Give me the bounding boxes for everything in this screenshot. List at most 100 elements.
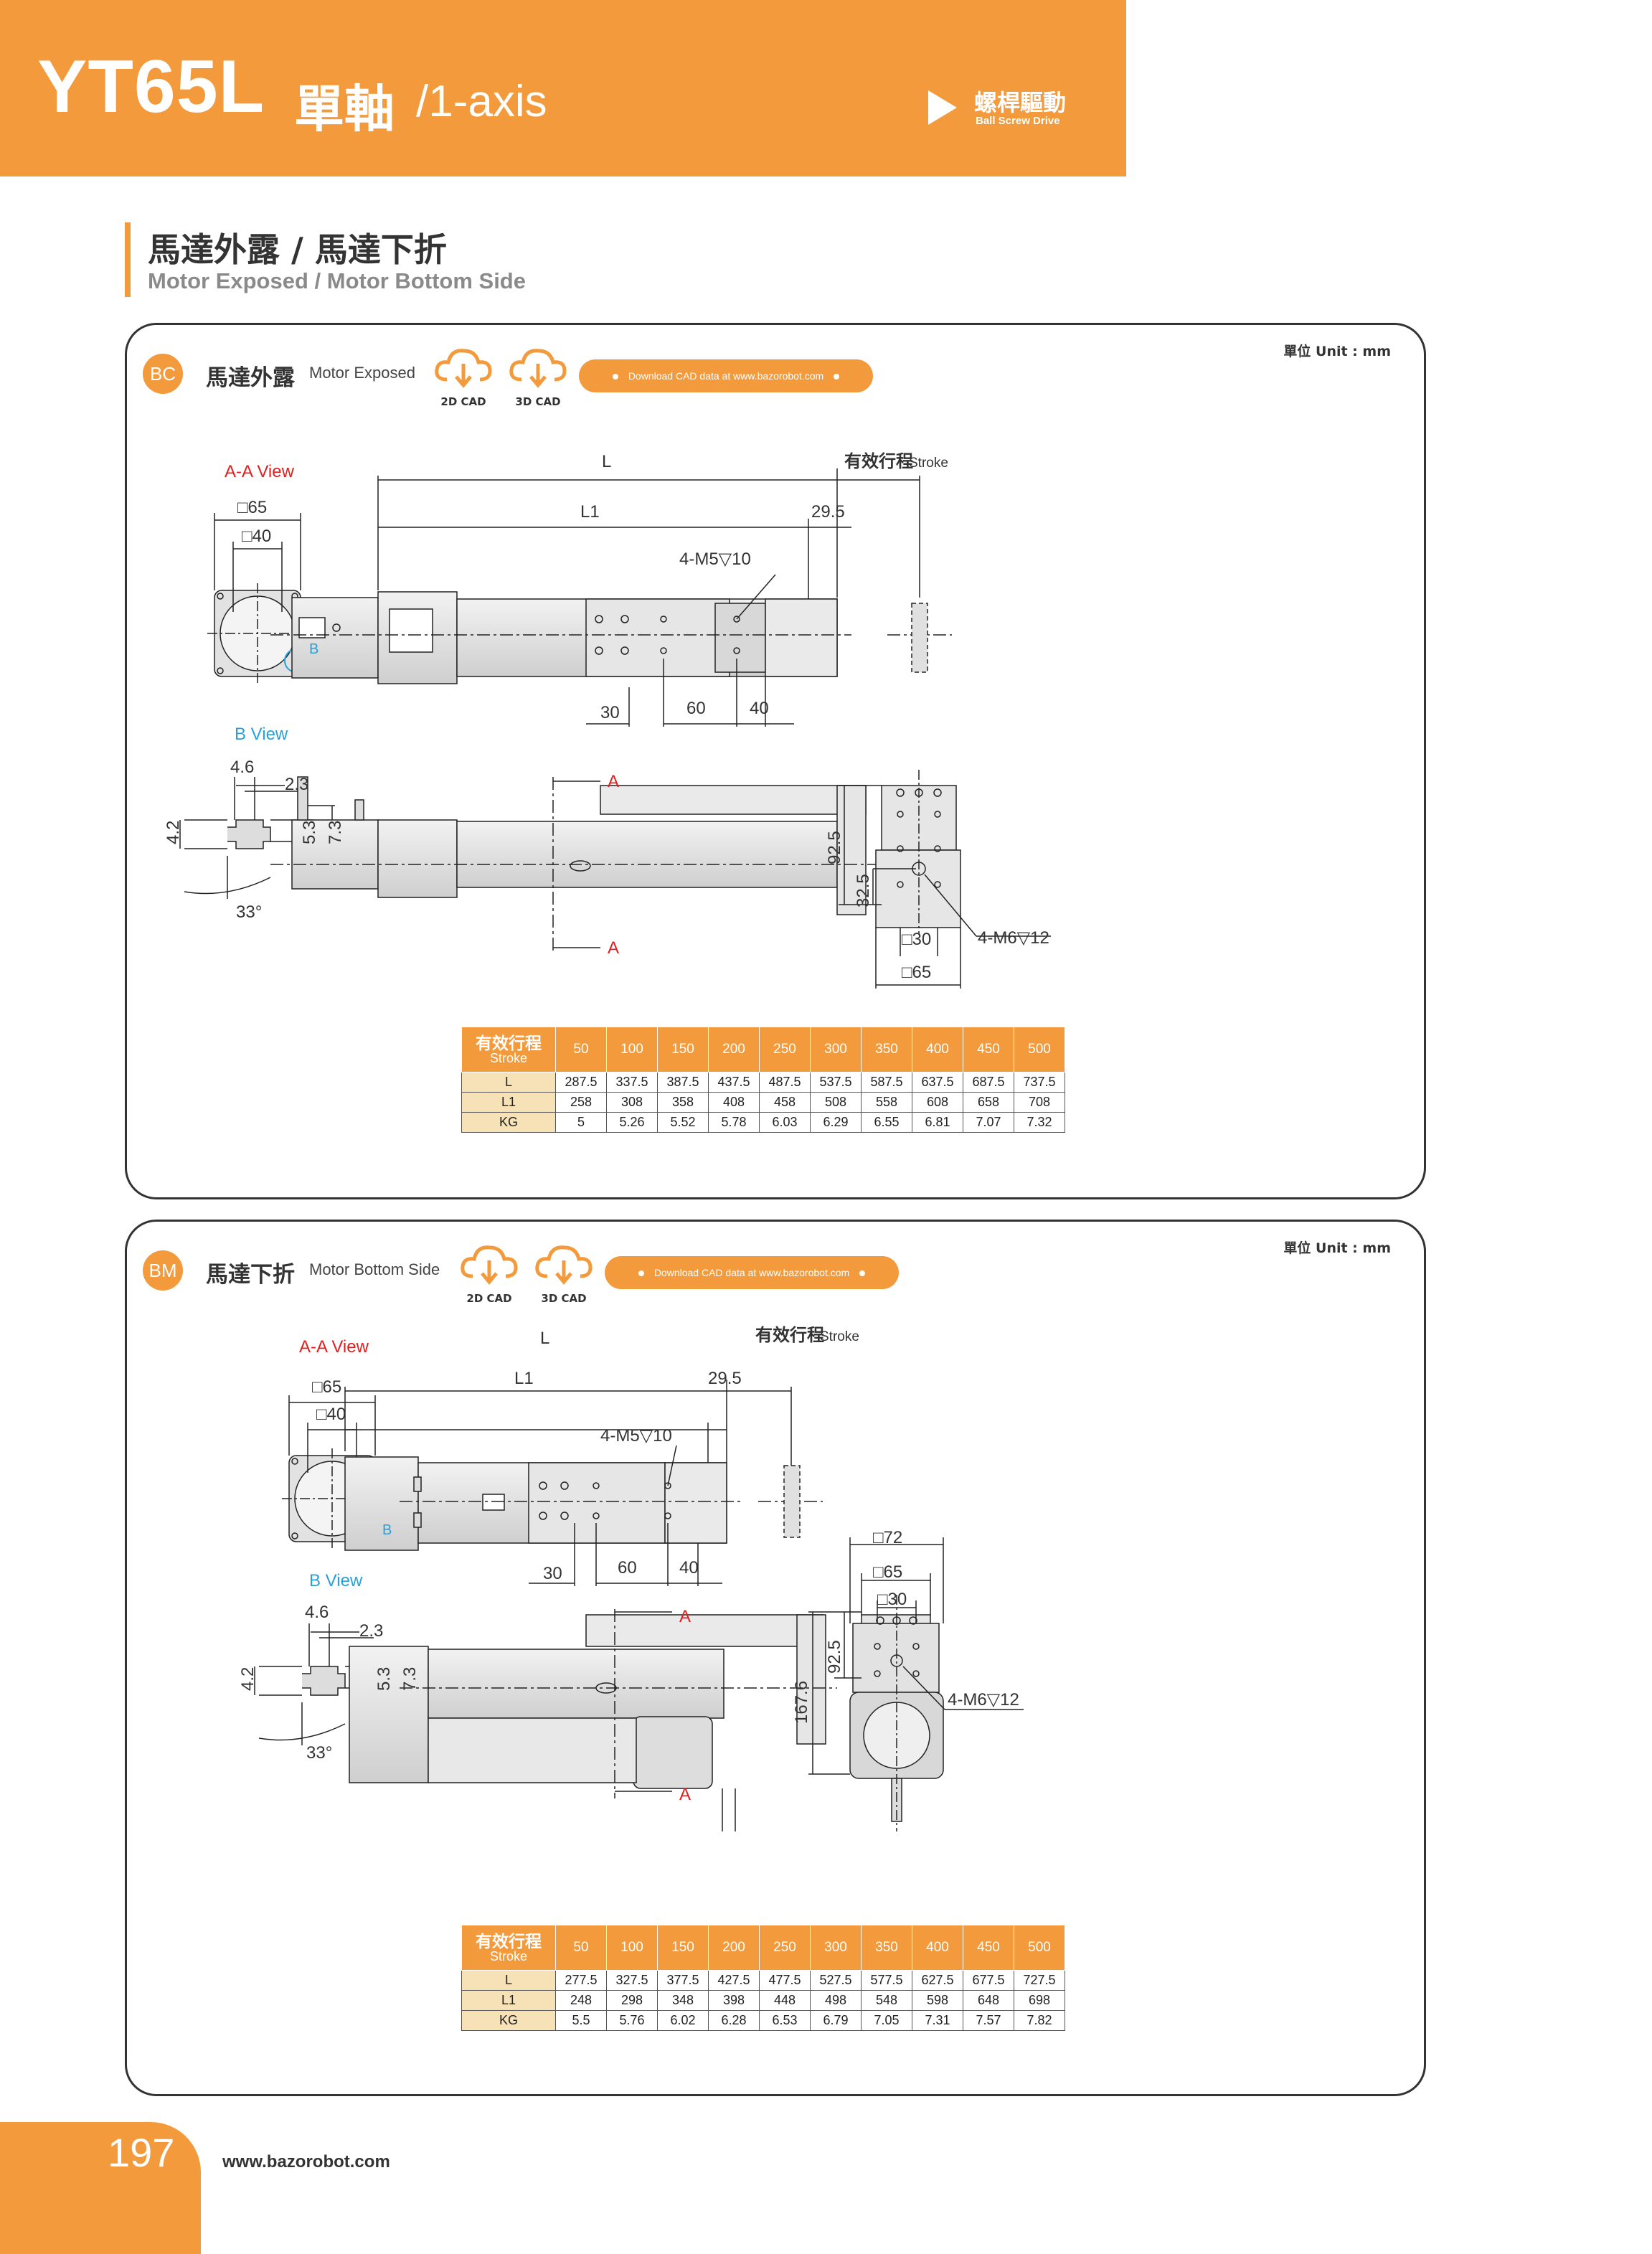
cad-2d-label: 2D CAD	[466, 1292, 512, 1305]
download-cad-link[interactable]: Download CAD data at www.bazorobot.com	[579, 359, 873, 392]
table-cell: 6.29	[810, 1112, 862, 1133]
dim-angle-33: 33°	[306, 1743, 332, 1763]
table-row: L 287.5 337.5 387.5 437.5 487.5 537.5 58…	[461, 1072, 1065, 1093]
table-cell: 327.5	[606, 1970, 658, 1991]
table-cell: 458	[759, 1092, 811, 1113]
stroke-col: 400	[912, 1925, 963, 1971]
website-link[interactable]: www.bazorobot.com	[222, 2152, 390, 2172]
callout-m6: 4-M6▽12	[978, 928, 1049, 948]
b-marker-label: B	[309, 641, 318, 657]
table-cell: 287.5	[555, 1072, 607, 1093]
table-cell: 387.5	[657, 1072, 709, 1093]
dim-7-3: 7.3	[326, 821, 345, 844]
table-cell: 7.32	[1014, 1112, 1065, 1133]
table-cell: 5.78	[708, 1112, 760, 1133]
table-cell: 348	[657, 1990, 709, 2011]
dim-L1: L1	[580, 502, 600, 522]
cad-3d-button[interactable]: 3D CAD	[506, 342, 570, 408]
table-cell: 608	[912, 1092, 963, 1113]
dim-5-3: 5.3	[374, 1667, 394, 1691]
dot-icon	[834, 374, 840, 380]
b-view-label: B View	[309, 1571, 363, 1590]
motor-exposed-drawing: A-A View □65 □40 B B View 4.6 2.3 4.2 5.…	[164, 451, 1051, 989]
table-cell: 358	[657, 1092, 709, 1113]
stroke-col: 450	[963, 1925, 1014, 1971]
motor-bottom-drawing: A-A View □65 □40 B B View 4.6 2.3 4.2 5.…	[238, 1325, 1024, 1831]
header-banner	[0, 0, 1126, 176]
table-cell: 6.02	[657, 2010, 709, 2031]
panel-title-cn: 馬達下折	[206, 1262, 295, 1288]
table-cell: 427.5	[708, 1970, 760, 1991]
stroke-col: 500	[1014, 1027, 1065, 1072]
table-cell: 637.5	[912, 1072, 963, 1093]
panel-badge: BC	[143, 354, 183, 394]
cad-2d-button[interactable]: 2D CAD	[457, 1239, 521, 1305]
table-cell: 687.5	[963, 1072, 1014, 1093]
table-cell: 437.5	[708, 1072, 760, 1093]
table-cell: 7.31	[912, 2010, 963, 2031]
cad-3d-label: 3D CAD	[515, 395, 561, 408]
cad-3d-button[interactable]: 3D CAD	[532, 1239, 596, 1305]
unit-label: 單位 Unit : mm	[1283, 344, 1391, 359]
panel-motor-exposed: A-A View □65 □40 B B View 4.6 2.3 4.2 5.…	[125, 323, 1426, 1199]
table-row: KG 5 5.26 5.52 5.78 6.03 6.29 6.55 6.81 …	[461, 1112, 1065, 1133]
dim-sq65-end: □65	[873, 1562, 902, 1582]
row-label: KG	[461, 2010, 556, 2031]
dim-29-5: 29.5	[811, 502, 845, 522]
cloud-download-icon	[435, 349, 492, 388]
dim-40: 40	[679, 1558, 699, 1578]
table-cell: 487.5	[759, 1072, 811, 1093]
stroke-label-en: Stroke	[820, 1329, 859, 1344]
callout-m5: 4-M5▽10	[679, 550, 751, 569]
stroke-col: 450	[963, 1027, 1014, 1072]
stroke-col: 50	[555, 1925, 607, 1971]
cloud-download-icon	[461, 1245, 518, 1285]
table-cell: 398	[708, 1990, 760, 2011]
stroke-col: 250	[759, 1925, 811, 1971]
table-cell: 477.5	[759, 1970, 811, 1991]
section-title-cn: 馬達外露 / 馬達下折	[148, 230, 447, 269]
stroke-col: 300	[810, 1027, 862, 1072]
table-cell: 577.5	[861, 1970, 912, 1991]
stroke-col: 350	[861, 1925, 912, 1971]
dim-4-6: 4.6	[305, 1603, 329, 1622]
table-cell: 648	[963, 1990, 1014, 2011]
download-cad-link[interactable]: Download CAD data at www.bazorobot.com	[605, 1256, 899, 1289]
dim-L: L	[602, 452, 611, 471]
table-cell: 627.5	[912, 1970, 963, 1991]
table-cell: 5.5	[555, 2010, 607, 2031]
table-cell: 587.5	[861, 1072, 912, 1093]
cloud-download-icon	[509, 349, 567, 388]
table-cell: 6.28	[708, 2010, 760, 2031]
panel-motor-bottom-side: A-A View □65 □40 B B View 4.6 2.3 4.2 5.…	[125, 1220, 1426, 2096]
axis-title-en: /1-axis	[416, 77, 547, 126]
footer-tab	[0, 2122, 201, 2254]
row-label: L	[461, 1970, 556, 1991]
section-a-bottom: A	[608, 938, 619, 958]
table-cell: 5	[555, 1112, 607, 1133]
drive-type-cn: 螺桿驅動	[974, 89, 1067, 116]
dot-icon	[612, 374, 618, 380]
table-row: L1 248 298 348 398 448 498 548 598 648 6…	[461, 1990, 1065, 2011]
table-cell: 337.5	[606, 1072, 658, 1093]
panel-title-cn: 馬達外露	[206, 365, 295, 391]
dim-4-6: 4.6	[230, 758, 254, 777]
stroke-label-cn: 有效行程	[755, 1325, 824, 1345]
dim-7-3: 7.3	[400, 1667, 420, 1691]
table-cell: 677.5	[963, 1970, 1014, 1991]
table-cell: 727.5	[1014, 1970, 1065, 1991]
dim-30: 30	[600, 703, 620, 722]
table-cell: 7.82	[1014, 2010, 1065, 2031]
aa-view-label: A-A View	[299, 1337, 369, 1357]
table-cell: 448	[759, 1990, 811, 2011]
table-cell: 6.55	[861, 1112, 912, 1133]
table-row: L 277.5 327.5 377.5 427.5 477.5 527.5 57…	[461, 1970, 1065, 1991]
table-cell: 308	[606, 1092, 658, 1113]
cad-2d-button[interactable]: 2D CAD	[431, 342, 496, 408]
table-cell: 258	[555, 1092, 607, 1113]
dim-L: L	[540, 1329, 549, 1348]
table-cell: 277.5	[555, 1970, 607, 1991]
cad-3d-label: 3D CAD	[541, 1292, 587, 1305]
